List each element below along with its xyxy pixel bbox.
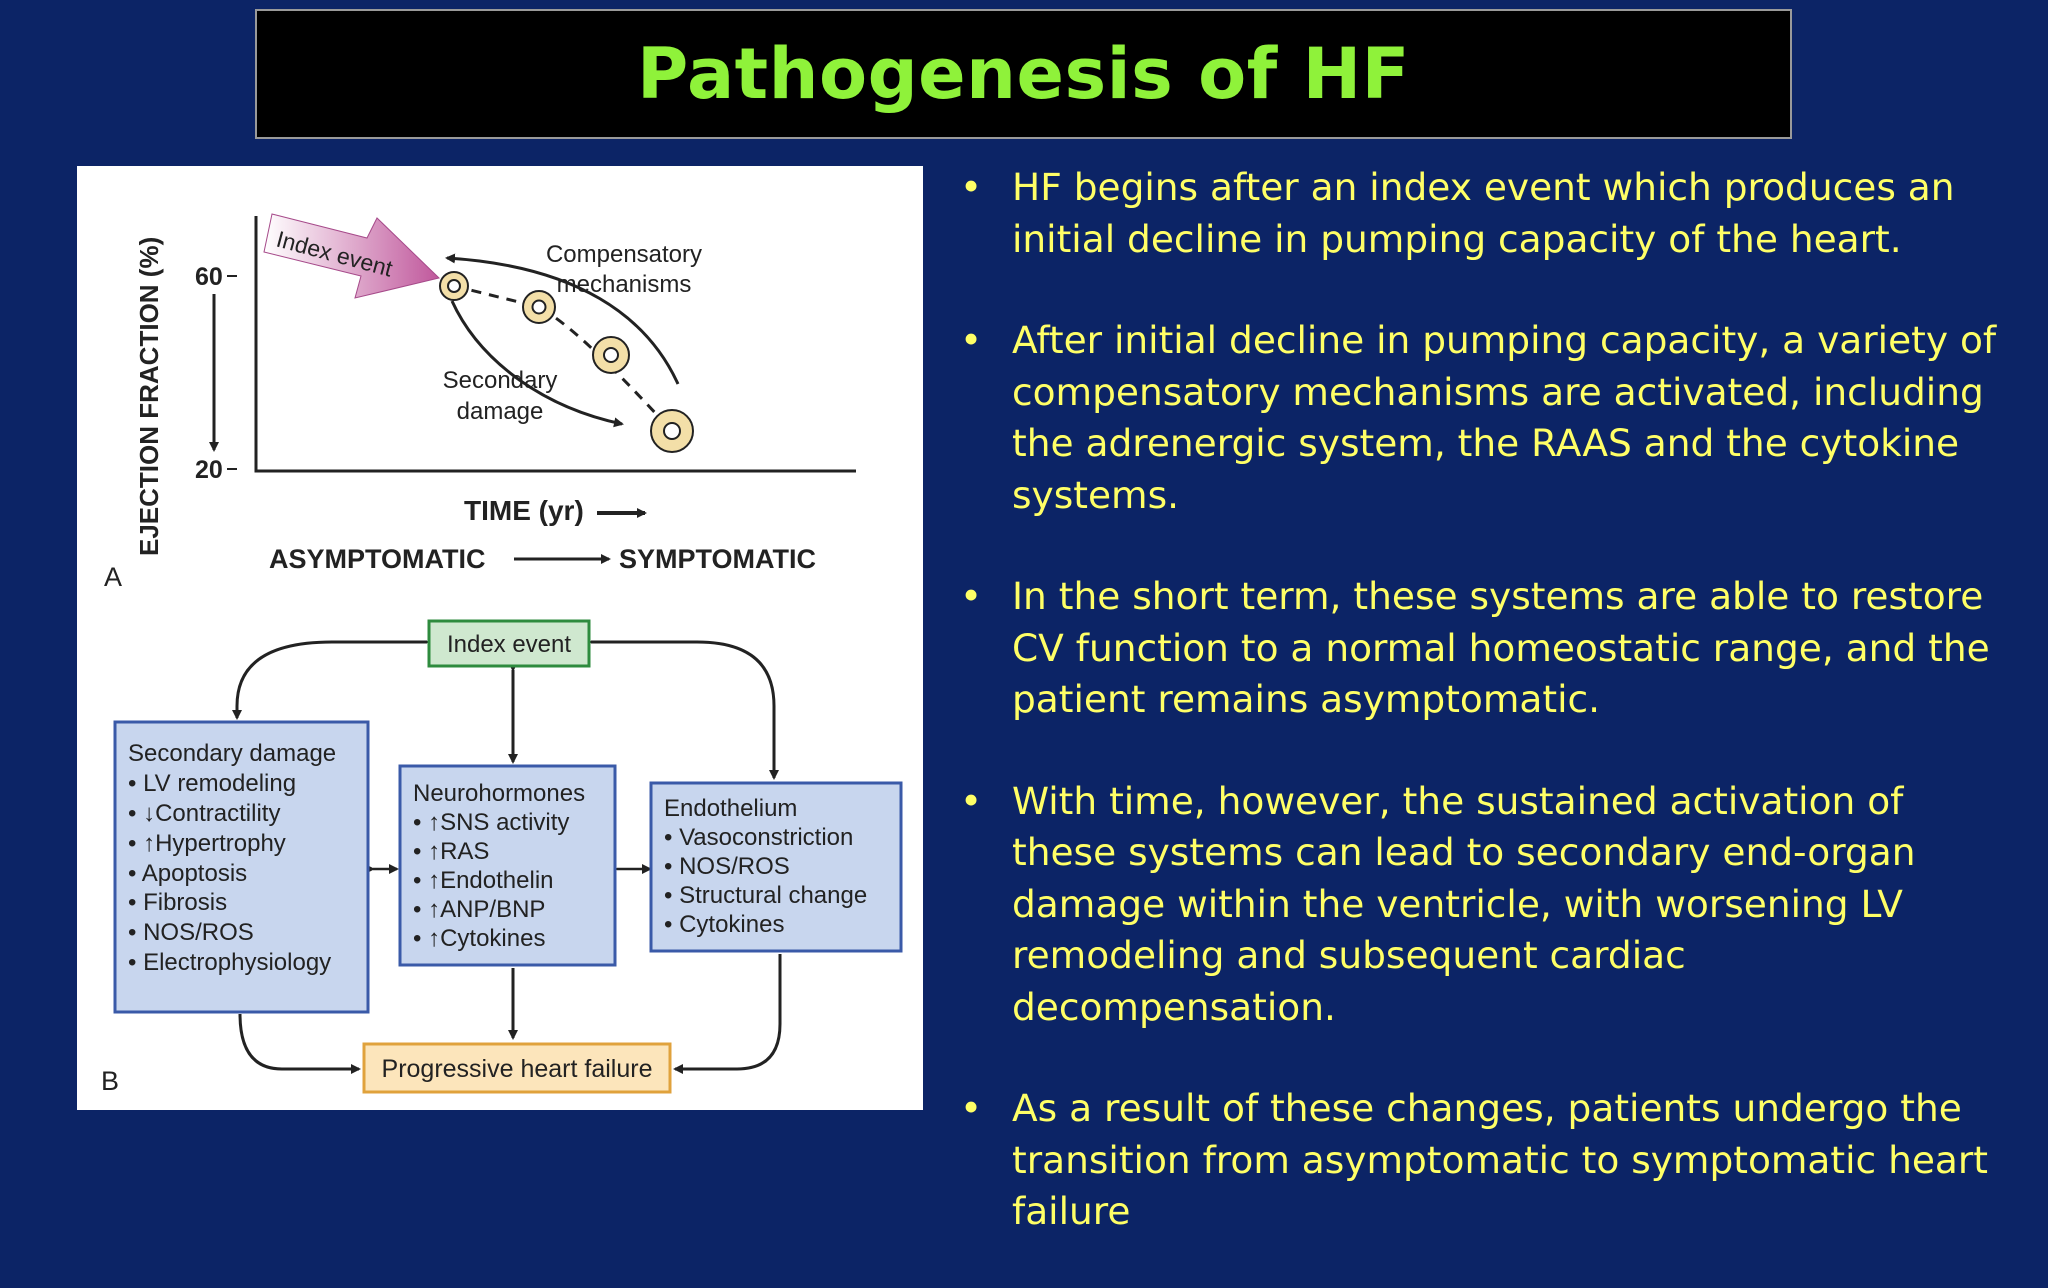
bullet-list: HF begins after an index event which pro… xyxy=(960,162,2010,1288)
box-item: • Structural change xyxy=(664,882,867,909)
asymptomatic-label: ASYMPTOMATIC xyxy=(269,544,486,574)
slide-title: Pathogenesis of HF xyxy=(637,33,1410,115)
index-event-box xyxy=(427,619,591,668)
box-item: • ↑ANP/BNP xyxy=(413,896,545,923)
box-item: • ↑RAS xyxy=(413,838,489,865)
connector xyxy=(238,1013,361,1074)
index-event-arrow xyxy=(263,213,441,299)
bullet-item: After initial decline in pumping capacit… xyxy=(960,315,2010,521)
compensatory-label-1: Compensatory xyxy=(546,241,702,268)
box-item: • NOS/ROS xyxy=(128,919,254,946)
box-item: • ↓Contractility xyxy=(128,800,280,827)
box-item: • ↑Hypertrophy xyxy=(128,830,286,857)
y-tick-60: 60 xyxy=(195,263,223,291)
box-item: • Cytokines xyxy=(664,911,784,938)
box-title: Neurohormones xyxy=(413,780,585,807)
bullet-item: As a result of these changes, patients u… xyxy=(960,1083,2010,1238)
bullet-item: With time, however, the sustained activa… xyxy=(960,776,2010,1034)
neurohormones-box xyxy=(398,764,617,967)
secondary-label-2: damage xyxy=(457,398,544,425)
y-tick-20: 20 xyxy=(195,456,223,484)
secondary-label-1: Secondary xyxy=(443,367,558,394)
box-item: • NOS/ROS xyxy=(664,853,790,880)
pathogenesis-figure: A EJECTION FRACTION (%) 60 20 Index even… xyxy=(101,213,903,1096)
ef-marker xyxy=(650,409,694,453)
ef-marker xyxy=(592,336,630,374)
compensatory-arrow xyxy=(445,253,680,385)
title-bar: Pathogenesis of HF xyxy=(255,9,1792,139)
box-item: • Apoptosis xyxy=(128,860,247,887)
symptomatic-label: SYMPTOMATIC xyxy=(619,544,816,574)
progressive-hf-label: Progressive heart failure xyxy=(382,1055,653,1083)
box-item: • Vasoconstriction xyxy=(664,824,853,851)
axes xyxy=(254,216,856,473)
secondary-arrow xyxy=(450,300,624,428)
box-item: • ↑SNS activity xyxy=(413,809,569,836)
box-item: • ↑Endothelin xyxy=(413,867,554,894)
box-title: Endothelium xyxy=(664,795,797,822)
ef-marker xyxy=(439,271,469,301)
compensatory-label-2: mechanisms xyxy=(557,271,692,298)
box-title: Secondary damage xyxy=(128,740,336,767)
figure-panel: A EJECTION FRACTION (%) 60 20 Index even… xyxy=(77,166,923,1110)
ef-marker xyxy=(522,290,556,324)
box-item: • LV remodeling xyxy=(128,770,296,797)
box-item: • Electrophysiology xyxy=(128,949,331,976)
secondary-damage-box xyxy=(113,720,370,1014)
box-item: • ↑Cytokines xyxy=(413,925,545,952)
bullet-item: In the short term, these systems are abl… xyxy=(960,571,2010,726)
index-event-box-label: Index event xyxy=(447,631,571,658)
panel-a-label: A xyxy=(104,562,122,592)
bullet-item: HF begins after an index event which pro… xyxy=(960,162,2010,265)
endothelium-box xyxy=(649,781,903,953)
connector xyxy=(583,637,779,780)
box-item: • Fibrosis xyxy=(128,889,227,916)
x-axis-label: TIME (yr) xyxy=(464,495,584,526)
y-axis-label: EJECTION FRACTION (%) xyxy=(134,237,164,556)
panel-b-label: B xyxy=(101,1066,119,1096)
connector xyxy=(232,637,435,720)
progressive-hf-box xyxy=(362,1042,672,1094)
connector xyxy=(673,954,782,1074)
